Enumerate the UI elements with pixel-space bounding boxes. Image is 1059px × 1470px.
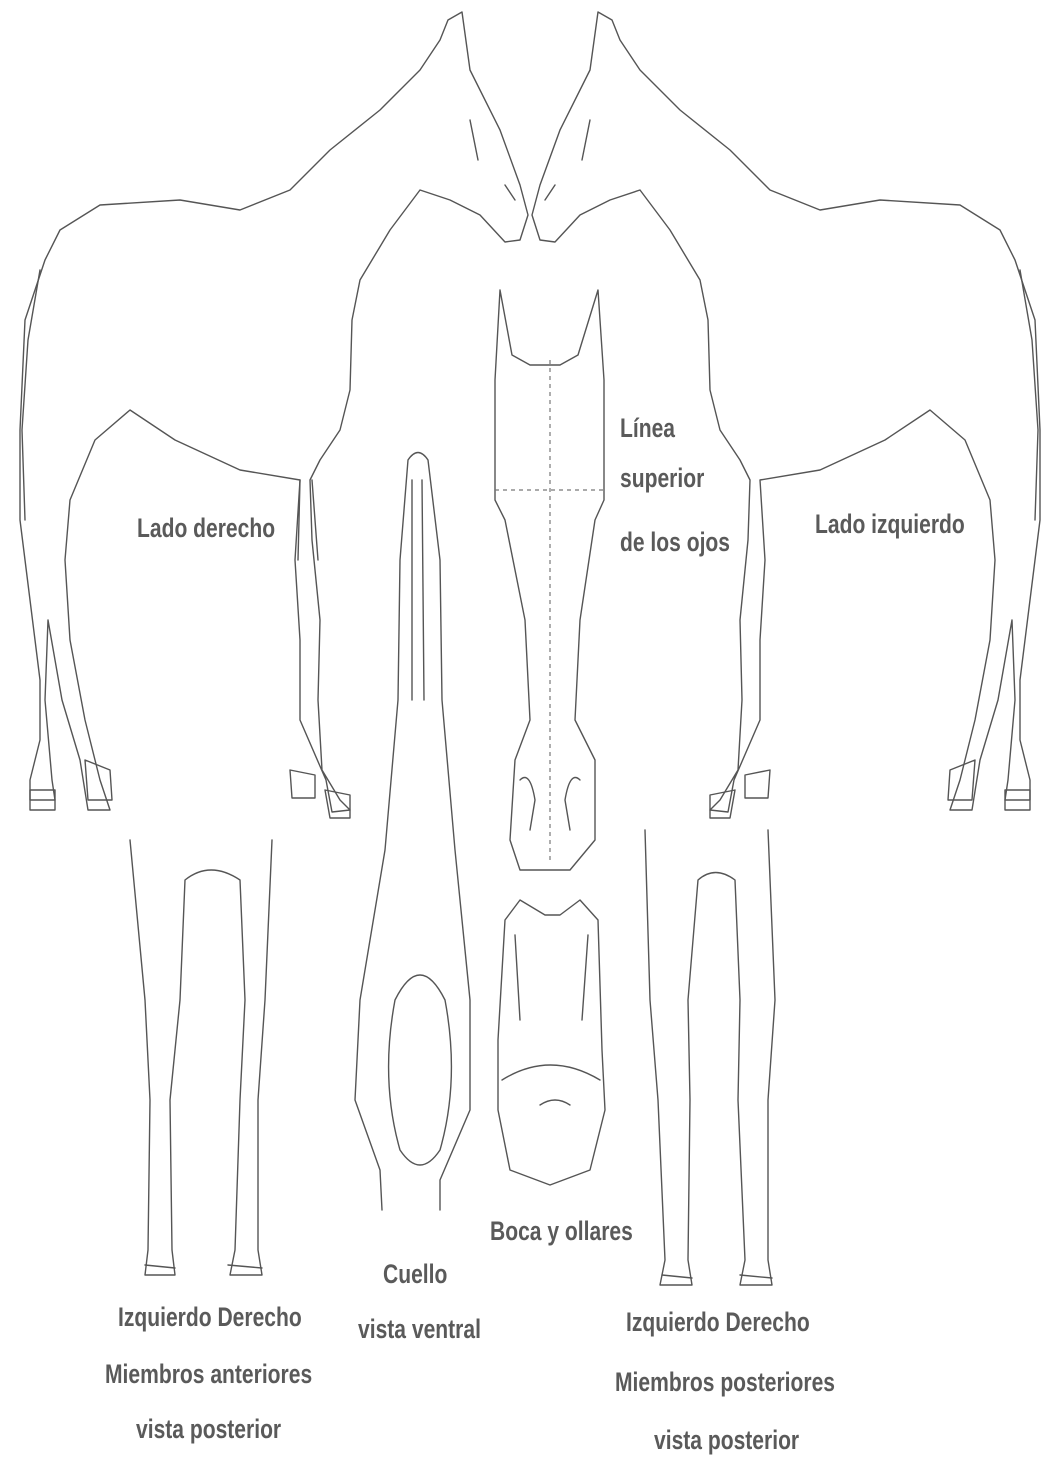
label-mouth: Boca y ollares (490, 1215, 633, 1248)
label-eye-line-3: de los ojos (620, 526, 730, 559)
label-front-title-1: Miembros anteriores (105, 1358, 312, 1391)
hind-limbs-posterior-view (645, 830, 775, 1285)
label-hind-sides: Izquierdo Derecho (626, 1306, 810, 1339)
label-hind-title-1: Miembros posteriores (615, 1366, 835, 1399)
label-neck-2: vista ventral (358, 1313, 481, 1346)
label-front-sides: Izquierdo Derecho (118, 1301, 302, 1334)
label-neck-1: Cuello (383, 1258, 447, 1291)
label-eye-line-2: superior (620, 462, 704, 495)
label-hind-title-2: vista posterior (654, 1424, 799, 1457)
label-left-side: Lado izquierdo (815, 508, 965, 541)
front-limbs-posterior-view (130, 840, 272, 1275)
label-front-title-2: vista posterior (136, 1413, 281, 1446)
horse-left-side-view (532, 12, 1040, 818)
horse-right-side-view (20, 12, 528, 818)
mouth-nostrils-view (498, 900, 605, 1185)
label-eye-line-1: Línea (620, 412, 675, 445)
neck-ventral-view (355, 453, 470, 1211)
head-front-view (495, 290, 605, 870)
label-right-side: Lado derecho (137, 512, 275, 545)
